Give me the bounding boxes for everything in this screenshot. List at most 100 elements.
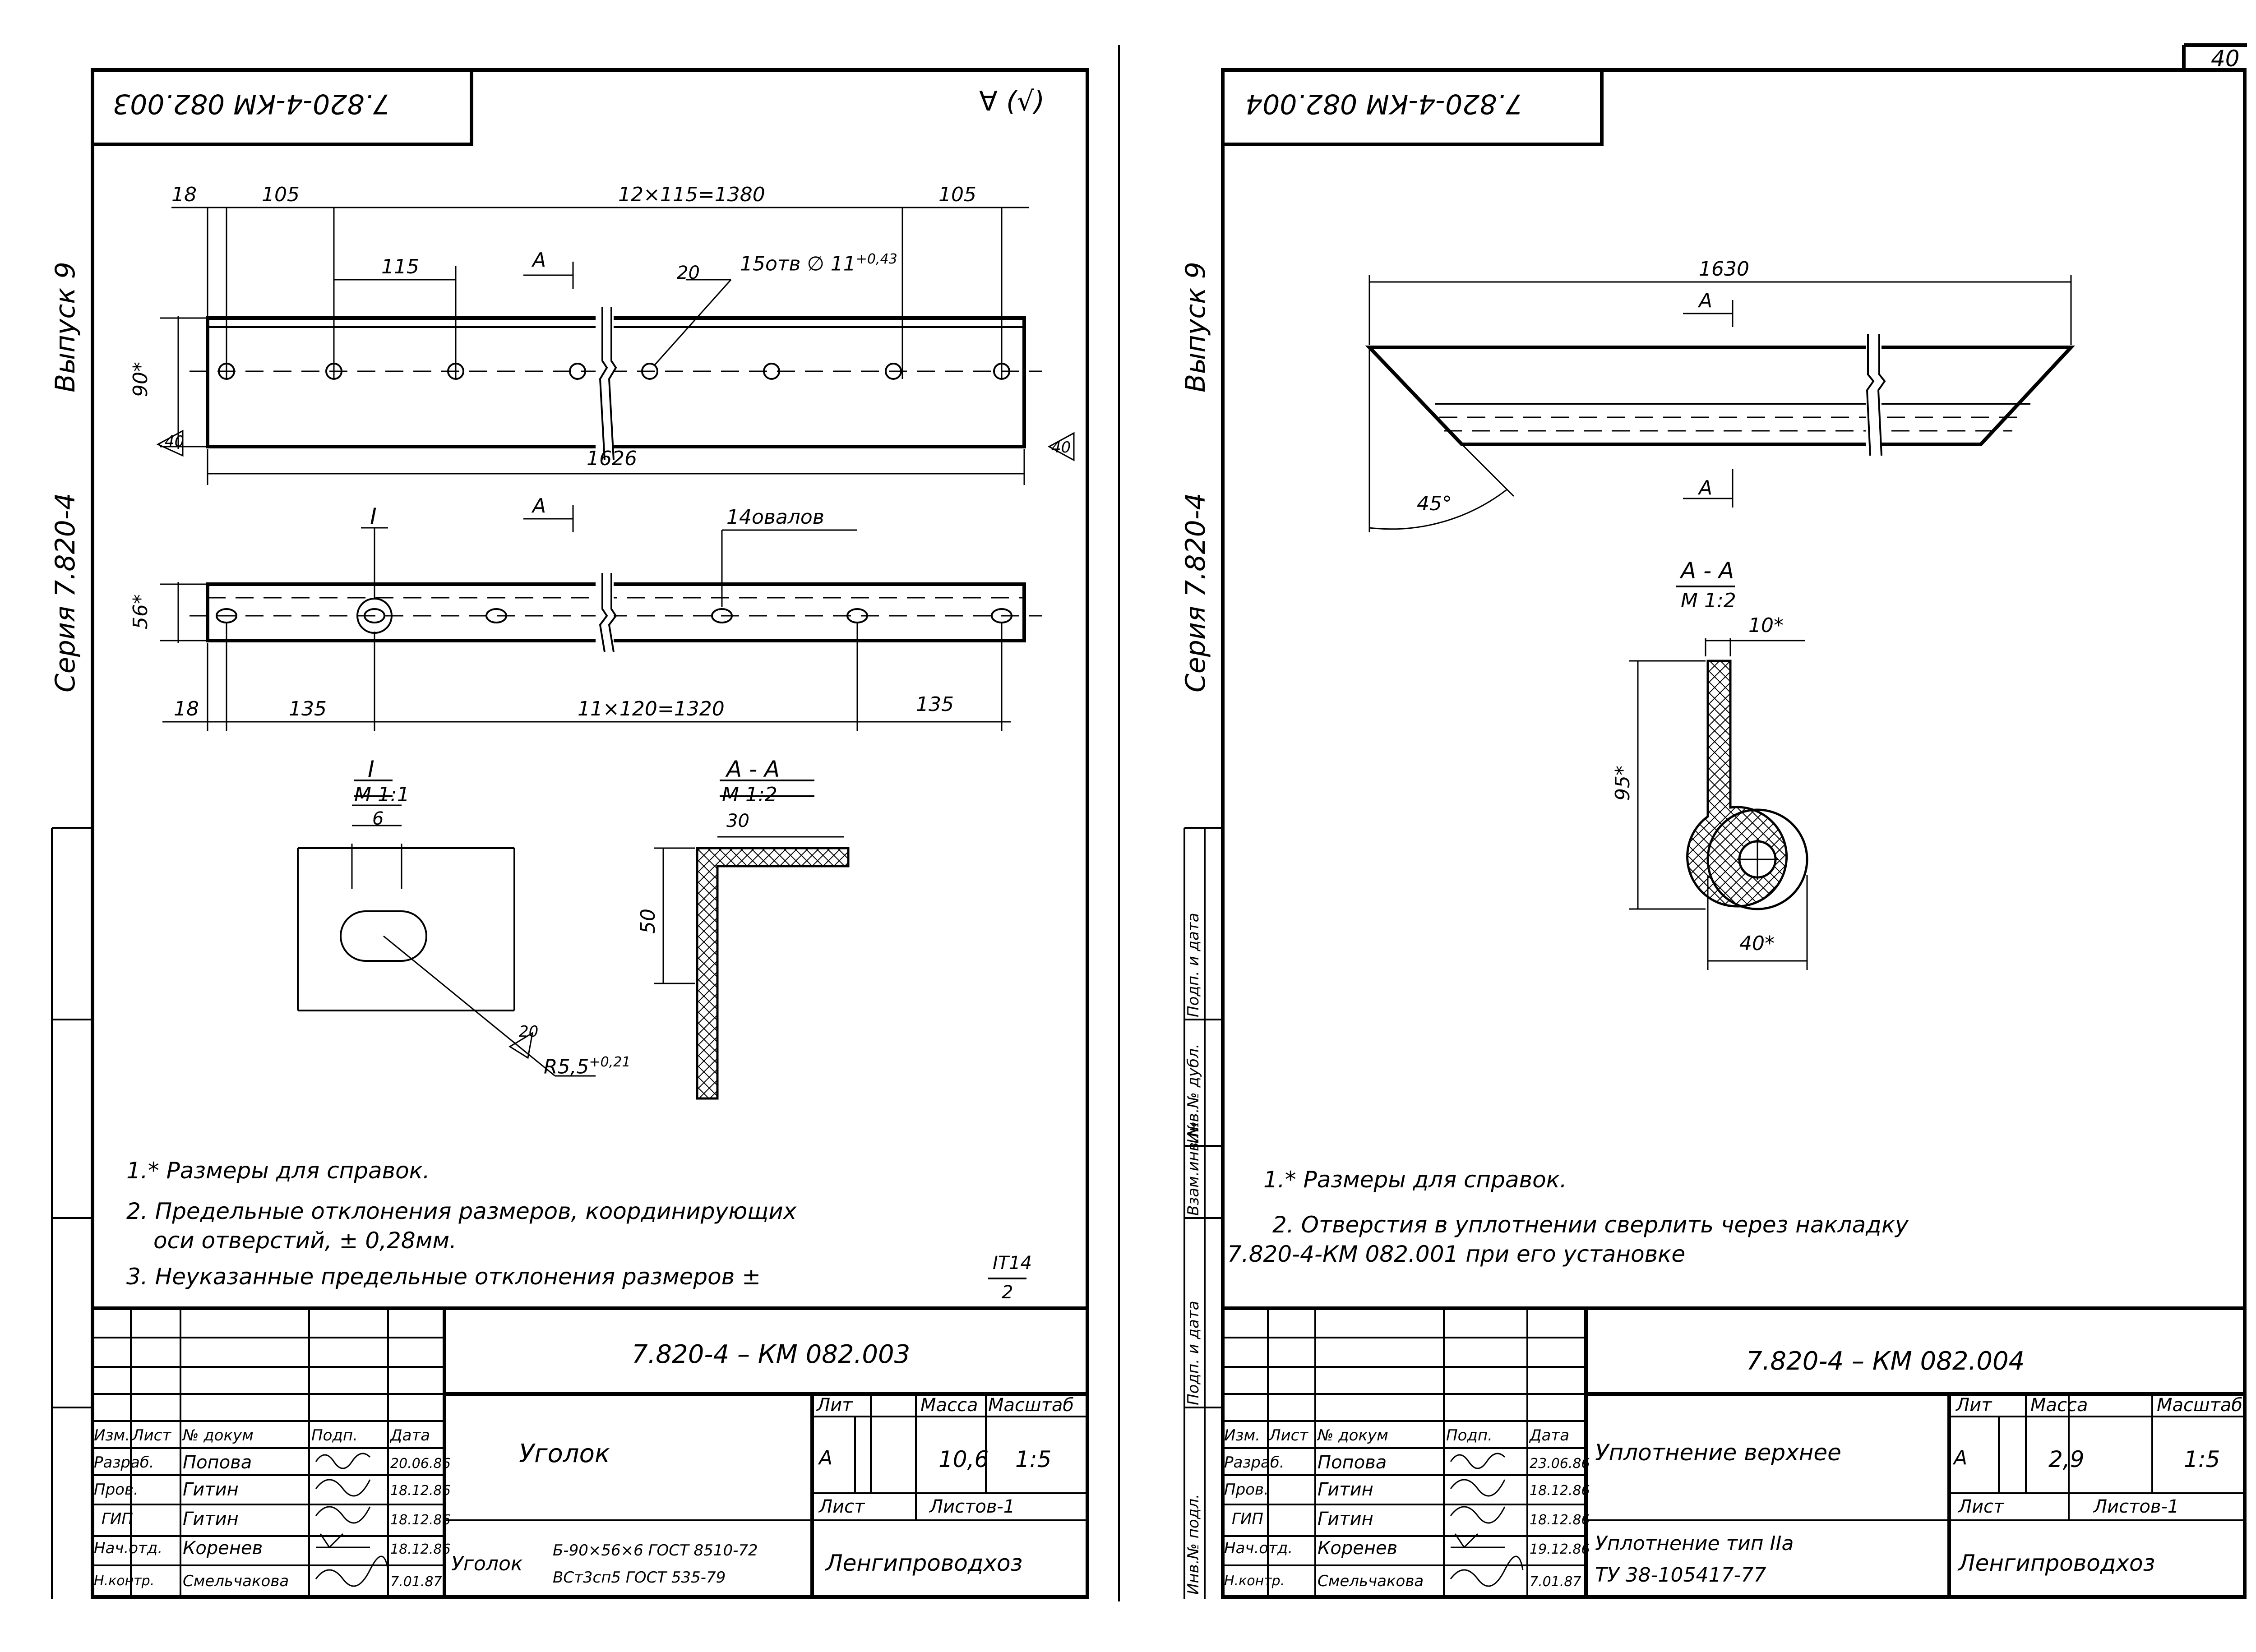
dim-135-right: 135 (916, 693, 954, 716)
row-razrab-role: Разраб. (94, 1454, 154, 1472)
mirrored-code-box (91, 68, 473, 146)
row-nach-role: Нач.отд. (94, 1539, 163, 1557)
drawing-sheet-left: 7.820-4-КМ 082.003 ∀ (√) Серия 7.820-4 В… (50, 68, 1089, 1599)
head-sign: Подп. (1446, 1426, 1493, 1444)
binding-strip (1183, 827, 1223, 1599)
section-mark-a-bottom: А (532, 494, 546, 517)
ovals-label: 14овалов (726, 506, 824, 529)
title-block-lines-right (1223, 1306, 2245, 1597)
page-number: 40 (2211, 46, 2240, 72)
detail-I-angle-20: 20 (519, 1023, 539, 1041)
note-2: 2. Предельные отклонения размеров, коорд… (126, 1198, 797, 1224)
head-date: Дата (390, 1426, 430, 1444)
row-gip-role: ГИП (1232, 1510, 1263, 1528)
strip-podp-data-1: Подп. и дата (1184, 1301, 1202, 1405)
section-mark-a-top: А (1699, 289, 1713, 312)
dim-90: 90* (129, 362, 152, 397)
material-prefix: Уголок (451, 1552, 523, 1575)
row-nkontr-role: Н.контр. (1224, 1573, 1285, 1589)
material-bottom: ВСт3сп5 ГОСТ 535-79 (553, 1569, 726, 1587)
signatures-left (315, 1453, 389, 1587)
head-list: Лист (132, 1426, 171, 1444)
dim-20: 20 (677, 263, 700, 283)
row-nkontr-date: 7.01.87 (390, 1574, 442, 1590)
angle-edge-view (190, 573, 1042, 652)
sheets-header: Листов-1 (929, 1496, 1015, 1517)
dim-12x115: 12×115=1380 (618, 183, 765, 206)
dim-1630: 1630 (1699, 258, 1749, 281)
detail-I-scale: М 1:1 (354, 783, 410, 806)
side-series: Серия 7.820-4 (50, 493, 81, 692)
head-izm: Изм. (94, 1426, 130, 1444)
head-list: Лист (1269, 1426, 1308, 1444)
detail-I-width-6: 6 (372, 808, 384, 829)
section-aa-title: А - А (726, 756, 780, 782)
sheet-frame (91, 68, 1089, 1599)
section-width-30: 30 (726, 811, 749, 831)
lit-value: А (1954, 1446, 1968, 1469)
dim-18-bottom: 18 (174, 697, 199, 720)
angle-plan-view (190, 307, 1042, 461)
note-2: 2. Отверстия в уплотнении сверлить через… (1272, 1212, 1909, 1238)
mass-value: 10,6 (938, 1446, 989, 1472)
part-name: Уплотнение верхнее (1595, 1440, 1841, 1466)
note-3-fraction-bar (988, 1278, 1026, 1279)
row-nkontr-name: Смельчакова (1318, 1572, 1424, 1590)
row-nach-name: Коренев (183, 1538, 263, 1559)
holes-spec: 15отв ∅ 11+0,43 (740, 251, 897, 276)
dim-105-left: 105 (262, 183, 300, 206)
row-gip-date: 18.12.86 (1530, 1512, 1590, 1528)
mirrored-code: 7.820-4-КМ 082.003 (113, 88, 390, 120)
mass-header: Масса (2030, 1395, 2088, 1416)
scale-header: Масштаб (988, 1395, 1074, 1416)
section-width-40: 40* (1739, 932, 1775, 955)
edge-oval-holes (216, 598, 1012, 634)
detail-I-title: I (368, 756, 374, 782)
lit-value: А (819, 1446, 833, 1469)
mirrored-code-box (1221, 68, 1604, 146)
note-2-cont: 7.820-4-КМ 082.001 при его установке (1227, 1241, 1686, 1267)
row-razrab-date: 23.06.86 (1530, 1456, 1590, 1472)
strip-inv-podl: Инв.№ подл. (1184, 1494, 1202, 1595)
row-gip-role: ГИП (102, 1510, 133, 1528)
mass-value: 2,9 (2048, 1446, 2085, 1472)
callout-detail-I: I (370, 503, 377, 530)
mirrored-code: 7.820-4-КМ 082.004 (1245, 88, 1523, 120)
material-top: Уплотнение тип IIа (1595, 1532, 1794, 1555)
angle-section-drawing (654, 780, 850, 1100)
dim-1626: 1626 (587, 447, 637, 470)
side-series: Серия 7.820-4 (1180, 493, 1211, 692)
roughness-mark: ∀ (√) (979, 86, 1045, 117)
dim-105-right: 105 (938, 183, 976, 206)
note-1: 1.* Размеры для справок. (126, 1158, 430, 1184)
doc-code: 7.820-4 – КМ 082.003 (632, 1340, 911, 1369)
seal-section-drawing (1629, 586, 1808, 970)
drawing-sheet-right: 40 7.820-4-КМ 082.004 Серия 7.820-4 Выпу… (1146, 0, 2256, 1652)
weld-40-left: 40 (165, 433, 185, 451)
row-prov-role: Пров. (1224, 1481, 1269, 1499)
section-width-10: 10* (1748, 614, 1784, 637)
detail-I-radius: R5,5+0,21 (544, 1054, 631, 1079)
row-prov-date: 18.12.86 (390, 1483, 451, 1499)
head-date: Дата (1530, 1426, 1570, 1444)
row-razrab-name: Попова (183, 1452, 252, 1473)
note-3-fraction-top: IT14 (993, 1253, 1032, 1274)
row-prov-date: 18.12.86 (1530, 1483, 1590, 1499)
detail-I-drawing (297, 780, 596, 1077)
row-prov-name: Гитин (1318, 1479, 1373, 1500)
row-nkontr-date: 7.01.87 (1530, 1574, 1581, 1590)
dim-angle-45: 45° (1417, 492, 1452, 515)
row-prov-role: Пров. (94, 1481, 139, 1499)
part-name: Уголок (519, 1439, 610, 1468)
head-doc: № докум (1318, 1426, 1388, 1444)
section-aa-scale: М 1:2 (722, 783, 777, 806)
strip-podp-data-2: Подп. и дата (1184, 913, 1202, 1017)
signatures-right (1450, 1453, 1524, 1587)
dim-11x120: 11×120=1320 (578, 697, 725, 720)
sheets-header: Листов-1 (2094, 1496, 2179, 1517)
row-nach-date: 19.12.86 (1530, 1541, 1590, 1557)
title-block-lines-left (92, 1306, 1087, 1597)
note-2-cont: оси отверстий, ± 0,28мм. (153, 1227, 457, 1254)
head-izm: Изм. (1224, 1426, 1260, 1444)
sheet-header: Лист (819, 1496, 865, 1517)
